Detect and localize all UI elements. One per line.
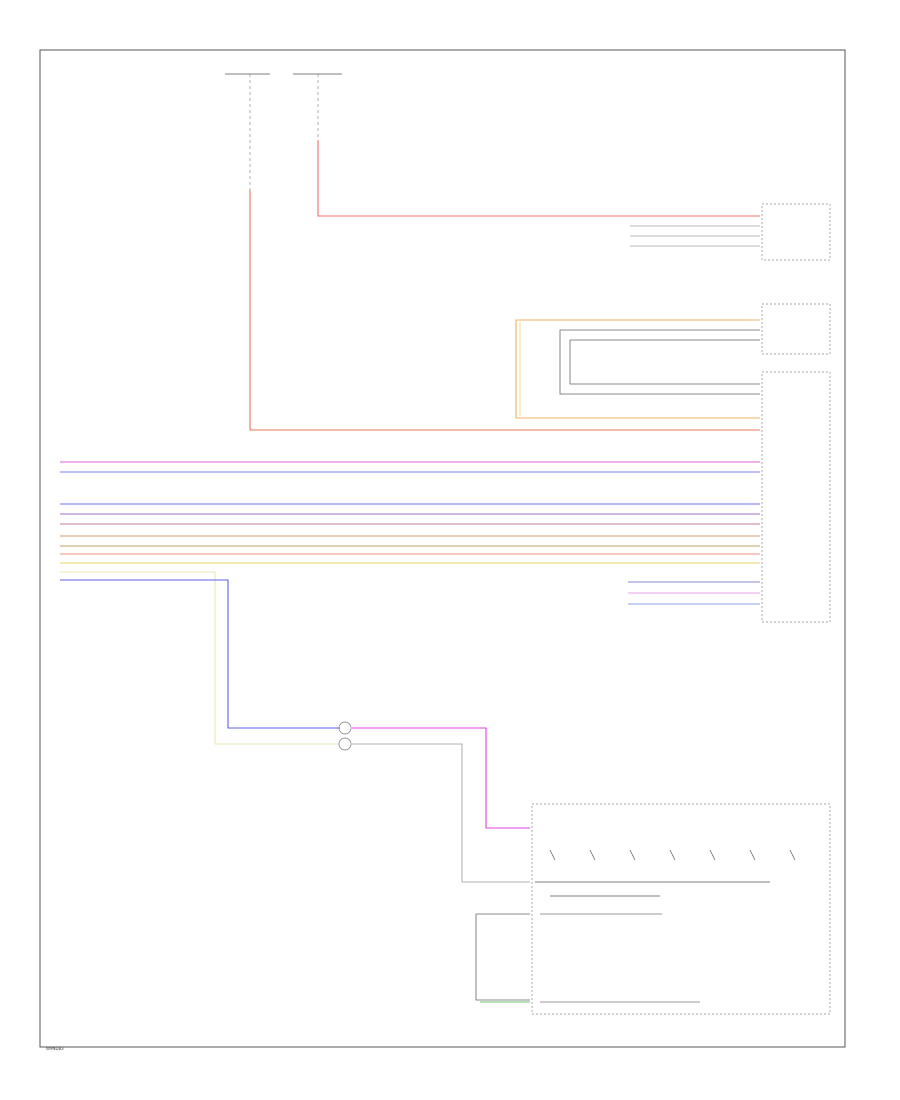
wire-gray-ground	[475, 913, 530, 1001]
module-switch-panel	[531, 803, 831, 1015]
fuse-connector-right	[293, 73, 342, 140]
diagram-tag: W9ND83	[46, 1046, 64, 1051]
wire-light-yellow-drop	[60, 571, 340, 745]
wire-blue-drop	[60, 579, 340, 729]
wire-orange-loop	[515, 319, 760, 419]
wire-gray-loop-1	[559, 329, 760, 395]
sensor-wires	[630, 225, 760, 247]
fuse-connector-left	[225, 73, 270, 190]
wire-red-feed	[249, 190, 760, 431]
inline-connector	[338, 721, 352, 751]
switch-contacts	[535, 849, 796, 897]
wire-pink-feed	[317, 140, 760, 217]
connector-upper-right	[761, 303, 831, 355]
module-audio-control	[761, 371, 831, 623]
diagram-frame	[39, 49, 846, 1048]
module-steering-angle-sensor	[761, 203, 831, 261]
wire-magenta-switch	[352, 727, 530, 829]
wire-gray-switch	[352, 743, 530, 883]
wire-gray-loop-2	[569, 339, 760, 385]
